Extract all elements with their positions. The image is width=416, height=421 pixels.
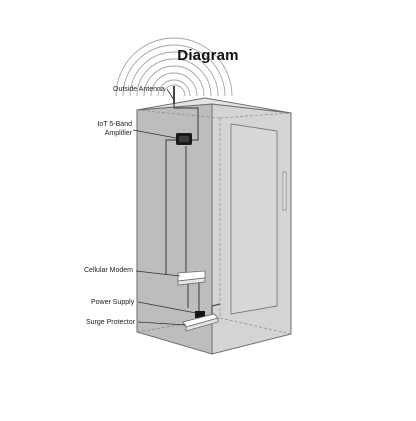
label-power-supply: Power Supply bbox=[91, 299, 135, 306]
cabinet-interior-lines bbox=[136, 109, 292, 335]
label-amplifier-line2: Amplifier bbox=[104, 130, 132, 137]
surge-protector-icon bbox=[182, 313, 219, 332]
label-surge-protector: Surge Protector bbox=[86, 319, 136, 326]
power-supply-icon bbox=[195, 311, 205, 318]
cellular-modem-icon bbox=[177, 270, 206, 286]
label-cellular-modem: Cellular Modem bbox=[84, 267, 134, 274]
signal-waves-icon bbox=[115, 37, 233, 97]
cabinet-door-panel bbox=[230, 123, 278, 315]
label-outside-antenna: Outside Antenna bbox=[113, 86, 165, 93]
cabinet-handle bbox=[282, 171, 287, 211]
leader-lines bbox=[132, 88, 197, 326]
cables bbox=[165, 104, 221, 319]
label-amplifier-line1: IoT 5-Band bbox=[97, 121, 132, 128]
diagram-title: Diagram bbox=[177, 47, 239, 64]
amplifier-icon bbox=[176, 133, 192, 145]
label-amplifier: IoT 5-Band Amplifier bbox=[88, 120, 132, 138]
